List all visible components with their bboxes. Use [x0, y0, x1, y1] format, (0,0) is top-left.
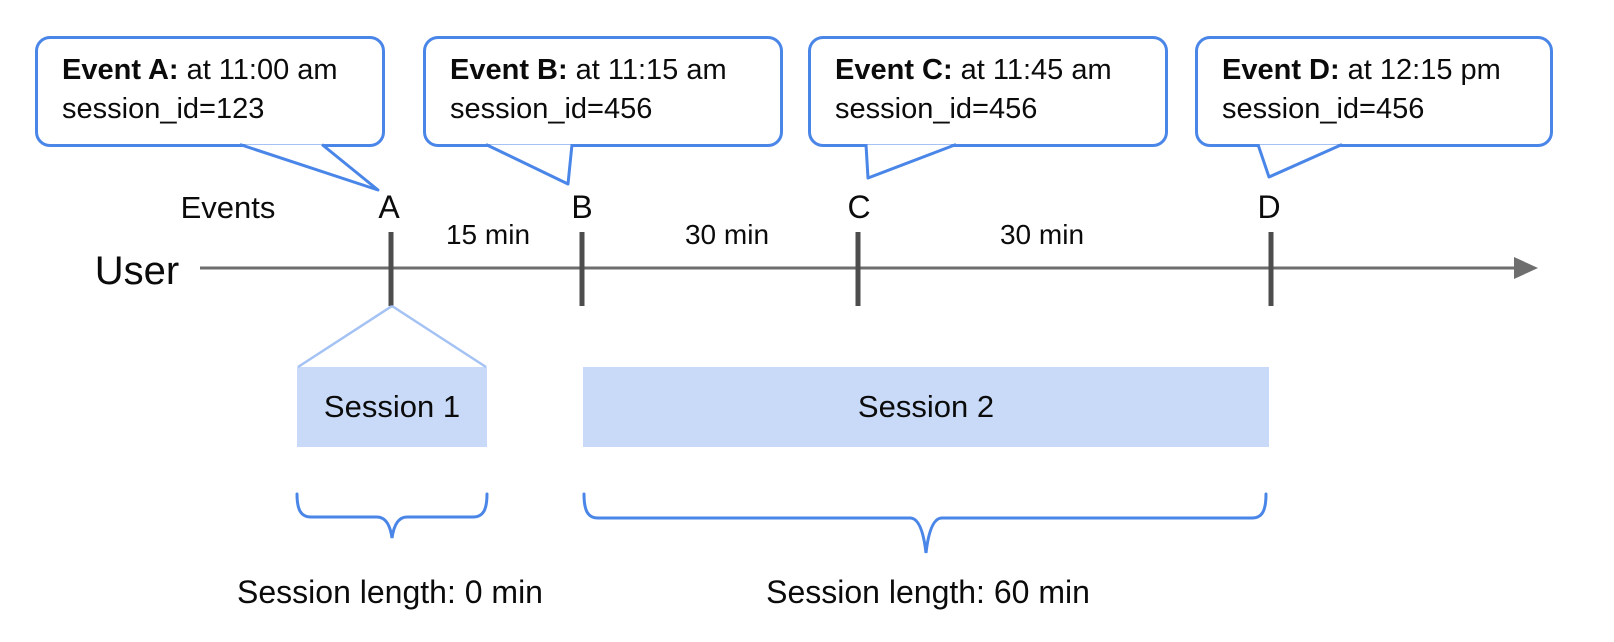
callout-line-1: Event D:at 12:15 pm — [1222, 51, 1526, 90]
funnel-right-line — [391, 304, 487, 369]
callout-event-b: Event B:at 11:15 am session_id=456 — [423, 36, 783, 147]
funnel-left-line — [297, 304, 393, 369]
event-marker-b: B — [571, 189, 593, 225]
events-axis-label: Events — [180, 190, 276, 225]
callout-a-tail-pointer — [239, 143, 380, 192]
event-a-session-id: session_id=123 — [62, 93, 265, 125]
event-b-session-id: session_id=456 — [450, 93, 653, 125]
session-1-brace — [295, 492, 489, 539]
session-1-bar: Session 1 — [297, 367, 487, 447]
callout-c-tail-pointer — [864, 143, 957, 180]
callout-line-1: Event B:at 11:15 am — [450, 51, 756, 90]
session-2-length-label: Session length: 60 min — [766, 574, 1090, 610]
interval-c-d-label: 30 min — [999, 219, 1085, 250]
callout-b-tail-pointer — [485, 143, 574, 186]
session-2-label: Session 2 — [857, 389, 995, 424]
event-d-title: Event D: — [1222, 54, 1340, 86]
event-c-session-id: session_id=456 — [835, 93, 1038, 125]
event-marker-d: D — [1257, 189, 1281, 225]
event-a-title: Event A: — [62, 54, 179, 86]
event-d-time: at 12:15 pm — [1347, 54, 1501, 86]
event-b-title: Event B: — [450, 54, 568, 86]
session-1-label: Session 1 — [323, 389, 461, 424]
callout-event-c: Event C:at 11:45 am session_id=456 — [808, 36, 1168, 147]
timeline-arrowhead-icon — [1514, 257, 1538, 279]
event-a-time: at 11:00 am — [186, 54, 338, 86]
event-c-title: Event C: — [835, 54, 953, 86]
event-c-time: at 11:45 am — [960, 54, 1112, 86]
callout-line-1: Event C:at 11:45 am — [835, 51, 1141, 90]
callout-event-a: Event A:at 11:00 am session_id=123 — [35, 36, 385, 147]
event-d-session-id: session_id=456 — [1222, 93, 1425, 125]
interval-b-c-label: 30 min — [684, 219, 770, 250]
callout-line-1: Event A:at 11:00 am — [62, 51, 358, 90]
session-1-length-label: Session length: 0 min — [237, 574, 543, 610]
callout-d-tail-pointer — [1256, 143, 1343, 179]
session-2-brace — [582, 492, 1268, 554]
session-2-bar: Session 2 — [583, 367, 1269, 447]
event-marker-c: C — [847, 189, 871, 225]
event-b-time: at 11:15 am — [575, 54, 727, 86]
interval-a-b-label: 15 min — [445, 219, 531, 250]
event-marker-a: A — [378, 189, 400, 225]
user-axis-label: User — [94, 249, 180, 293]
callout-event-d: Event D:at 12:15 pm session_id=456 — [1195, 36, 1553, 147]
